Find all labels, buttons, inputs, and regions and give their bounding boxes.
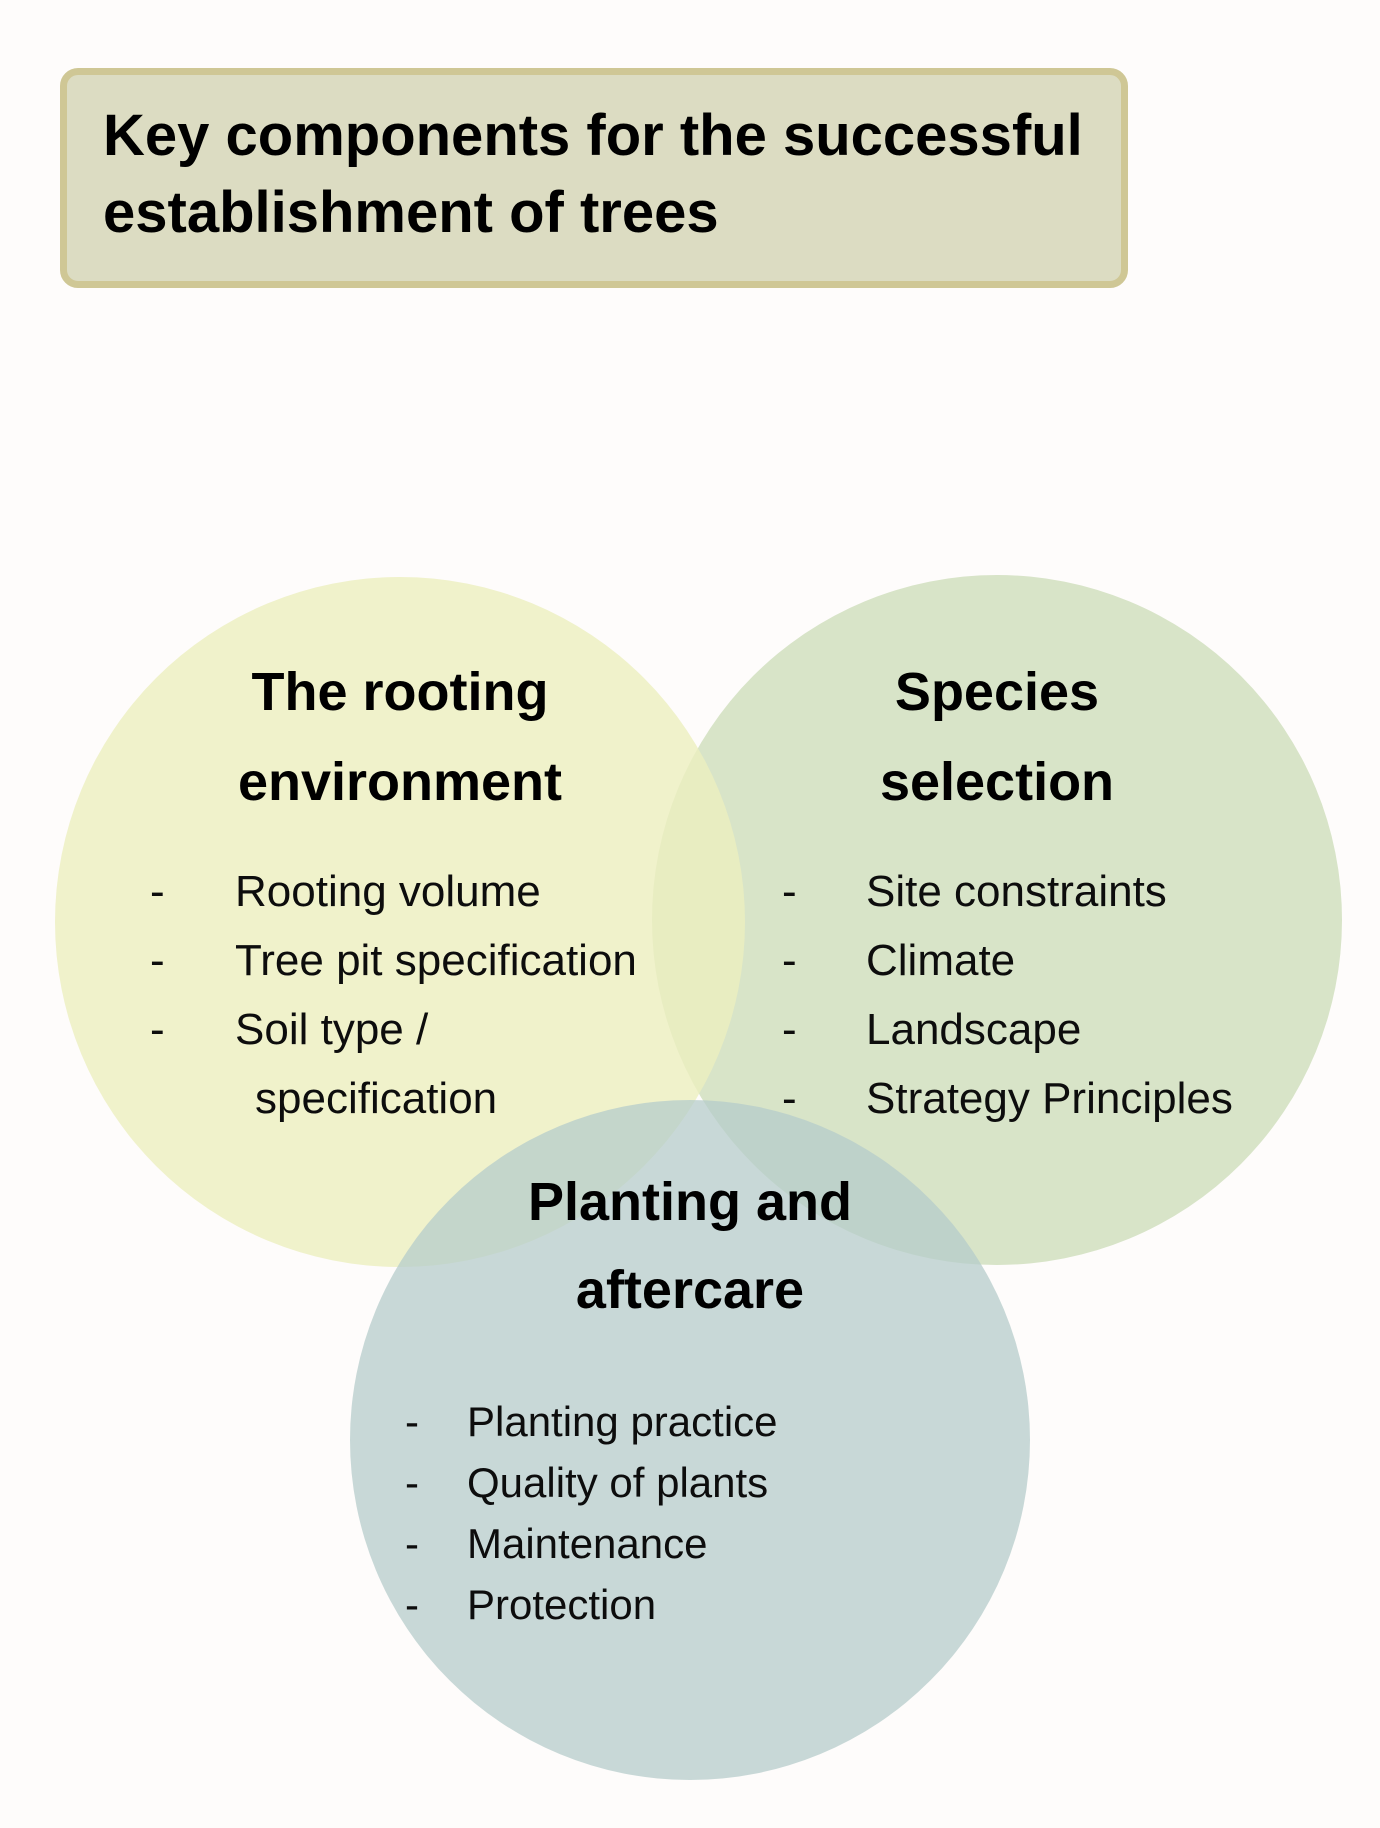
bullet-dash: - — [405, 1398, 419, 1445]
list-item: - Planting practice — [405, 1398, 778, 1446]
rooting-environment-list: - Rooting volume - Tree pit specificatio… — [150, 866, 637, 1142]
heading-line: selection — [879, 752, 1115, 812]
planting-aftercare-list: - Planting practice - Quality of plants … — [405, 1398, 778, 1642]
bullet-dash: - — [782, 936, 797, 985]
list-item: - Strategy Principles — [782, 1073, 1233, 1125]
list-item-label: Tree pit specification — [235, 936, 637, 985]
list-item: - Site constraints — [782, 866, 1233, 918]
page-title-line-2: establishment of trees — [103, 180, 719, 245]
list-item-label: Rooting volume — [235, 867, 541, 916]
heading-line: Species — [894, 662, 1100, 722]
list-item-label: Site constraints — [866, 867, 1167, 916]
planting-aftercare-circle — [350, 1100, 1030, 1780]
heading-line: The rooting — [251, 662, 549, 722]
bullet-dash: - — [405, 1459, 419, 1506]
rooting-environment-circle — [55, 577, 745, 1267]
heading-line: aftercare — [575, 1260, 805, 1320]
list-item-label: Quality of plants — [467, 1459, 769, 1506]
rooting-environment-heading: The rooting environment — [120, 647, 680, 827]
list-item: - Quality of plants — [405, 1459, 778, 1507]
heading-line: environment — [237, 752, 563, 812]
bullet-dash: - — [150, 936, 165, 985]
bullet-dash: - — [405, 1520, 419, 1567]
species-selection-heading: Species selection — [717, 647, 1277, 827]
bullet-dash: - — [405, 1581, 419, 1628]
list-item-label: Planting practice — [467, 1398, 778, 1445]
list-item-label: Protection — [467, 1581, 657, 1628]
list-item-label: Landscape — [866, 1005, 1082, 1054]
bullet-dash: - — [782, 1074, 797, 1123]
planting-aftercare-heading: Planting and aftercare — [410, 1158, 970, 1334]
list-item-label: Soil type / — [235, 1005, 429, 1054]
bullet-dash: - — [150, 867, 165, 916]
species-selection-list: - Site constraints - Climate - Landscape… — [782, 866, 1233, 1142]
species-selection-circle — [652, 575, 1342, 1265]
list-item-continuation: specification — [150, 1073, 637, 1125]
list-item: - Soil type / — [150, 1004, 637, 1056]
list-item: - Tree pit specification — [150, 935, 637, 987]
heading-line: Planting and — [528, 1172, 852, 1232]
list-item: - Rooting volume — [150, 866, 637, 918]
bullet-dash: - — [150, 1005, 165, 1054]
list-item-label: Maintenance — [467, 1520, 708, 1567]
bullet-dash: - — [782, 867, 797, 916]
list-item-label: Climate — [866, 936, 1016, 985]
list-item: - Maintenance — [405, 1520, 778, 1568]
list-item: - Climate — [782, 935, 1233, 987]
list-item: - Protection — [405, 1581, 778, 1629]
page-title-line-1: Key components for the successful — [103, 103, 1083, 168]
list-item: - Landscape — [782, 1004, 1233, 1056]
list-item-label: Strategy Principles — [866, 1074, 1233, 1123]
title-box: Key components for the successful establ… — [60, 68, 1128, 288]
bullet-dash: - — [782, 1005, 797, 1054]
list-item-label: specification — [255, 1074, 498, 1123]
